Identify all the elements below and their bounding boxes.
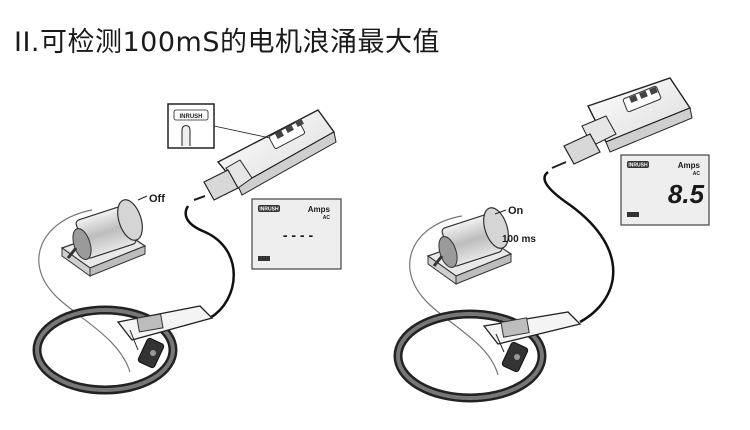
left-lcd: INRUSH Amps AC - - - - bbox=[251, 198, 342, 270]
right-lcd-unit-sub: AC bbox=[693, 171, 701, 177]
left-motor-state-label: Off bbox=[149, 193, 165, 205]
left-clamp-head bbox=[116, 305, 214, 369]
right-duration-label: 100 ms bbox=[502, 234, 536, 245]
right-motor bbox=[426, 207, 513, 285]
right-lcd-reading: 8.5 bbox=[668, 179, 705, 209]
page-title: II.可检测100mS的电机浪涌最大值 bbox=[14, 27, 440, 58]
left-battery-icon bbox=[258, 256, 270, 261]
right-clamp-head bbox=[482, 311, 582, 373]
left-lcd-mode: INRUSH bbox=[259, 207, 279, 213]
right-lcd-mode: INRUSH bbox=[628, 163, 648, 169]
left-probe-cable bbox=[184, 205, 235, 320]
left-lcd-unit: Amps bbox=[308, 205, 331, 214]
right-thin-cable bbox=[409, 215, 499, 376]
right-probe-cable bbox=[543, 171, 615, 324]
left-motor bbox=[60, 199, 147, 277]
right-battery-icon bbox=[627, 212, 639, 217]
left-inrush-callout: INRUSH bbox=[167, 103, 271, 149]
right-lcd: INRUSH Amps AC 8.5 bbox=[620, 154, 710, 226]
left-lcd-reading: - - - - bbox=[283, 227, 314, 243]
right-motor-state-label: On bbox=[508, 205, 524, 217]
left-lcd-unit-sub: AC bbox=[323, 215, 331, 221]
left-thin-cable bbox=[38, 209, 131, 373]
left-scene: Off INRUSH bbox=[32, 103, 342, 395]
left-meter bbox=[193, 109, 337, 201]
right-meter bbox=[551, 77, 693, 169]
right-scene: On 100 ms INRUSH Amps AC 8.5 bbox=[393, 77, 710, 403]
inrush-button-label: INRUSH bbox=[179, 114, 202, 120]
right-lcd-unit: Amps bbox=[678, 161, 701, 170]
